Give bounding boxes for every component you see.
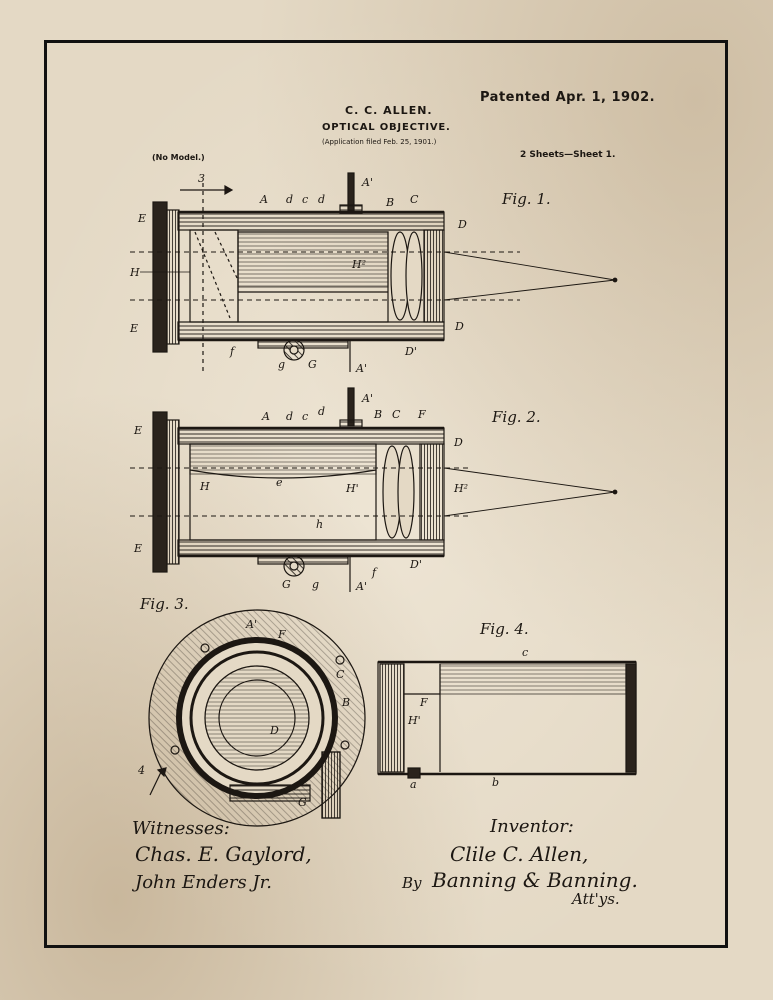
fig3-label-g-upper: G bbox=[298, 796, 307, 809]
patent-date: Patented Apr. 1, 1902. bbox=[480, 90, 656, 105]
attys-label: Att'ys. bbox=[572, 890, 620, 908]
inventor-signature: Clile C. Allen, bbox=[450, 842, 589, 866]
fig1-label-a-prime: A' bbox=[362, 176, 373, 189]
fig4-label-b: b bbox=[492, 776, 500, 789]
invention-title: OPTICAL OBJECTIVE. bbox=[322, 122, 451, 133]
fig1-label-d-upper: D bbox=[458, 218, 467, 231]
fig1-label-c-upper: C bbox=[410, 193, 419, 206]
inventor-label: Inventor: bbox=[490, 816, 574, 837]
fig2-label-d1: d bbox=[286, 410, 294, 423]
fig2-label-d2: d bbox=[318, 405, 326, 418]
fig-3-caption: Fig. 3. bbox=[140, 595, 189, 613]
fig1-label-c: c bbox=[302, 193, 309, 206]
fig3-label-4: 4 bbox=[138, 764, 145, 777]
fig3-label-a-prime: A' bbox=[246, 618, 257, 631]
fig2-label-a-prime: A' bbox=[362, 392, 373, 405]
fig1-label-b: B bbox=[386, 196, 395, 209]
fig2-label-a-prime-bottom: A' bbox=[356, 580, 367, 593]
fig1-label-g-upper: G bbox=[308, 358, 317, 371]
fig1-label-h: H bbox=[130, 266, 140, 279]
witnesses-label: Witnesses: bbox=[132, 818, 230, 839]
fig1-label-d2: d bbox=[318, 193, 326, 206]
fig2-label-e: e bbox=[276, 476, 283, 489]
fig4-label-f-upper: F bbox=[420, 696, 428, 709]
fig2-label-c-upper: C bbox=[392, 408, 401, 421]
fig1-label-3: 3 bbox=[198, 172, 205, 185]
fig1-label-h2: H² bbox=[352, 258, 367, 271]
fig2-label-h-prime: H' bbox=[346, 482, 359, 495]
fig2-label-a: A bbox=[262, 410, 270, 423]
fig3-label-b: B bbox=[342, 696, 351, 709]
fig4-label-h-prime: H' bbox=[408, 714, 421, 727]
page-border bbox=[44, 40, 728, 948]
fig-2-caption: Fig. 2. bbox=[492, 408, 541, 426]
by-label: By bbox=[402, 874, 422, 892]
fig4-label-c: c bbox=[522, 646, 529, 659]
fig1-label-e-bottom: E bbox=[130, 322, 139, 335]
fig2-label-f-upper: F bbox=[418, 408, 426, 421]
fig2-label-e-top: E bbox=[134, 424, 143, 437]
fig2-label-g: g bbox=[312, 578, 320, 591]
sheet-count: 2 Sheets—Sheet 1. bbox=[520, 150, 616, 160]
fig2-label-h: H bbox=[200, 480, 210, 493]
fig2-label-c: c bbox=[302, 410, 309, 423]
fig2-label-d-upper: D bbox=[454, 436, 463, 449]
fig2-label-f: f bbox=[372, 566, 377, 579]
attorneys-signature: Banning & Banning. bbox=[432, 868, 638, 892]
fig1-label-g: g bbox=[278, 358, 286, 371]
fig-1-drawing bbox=[130, 172, 618, 375]
fig-1-caption: Fig. 1. bbox=[502, 190, 551, 208]
fig2-label-h2: H² bbox=[454, 482, 469, 495]
fig1-label-d1: d bbox=[286, 193, 294, 206]
fig2-label-b: B bbox=[374, 408, 383, 421]
fig1-label-e-top: E bbox=[138, 212, 147, 225]
inventor-name-heading: C. C. ALLEN. bbox=[345, 104, 433, 117]
fig3-label-d-upper: D bbox=[270, 724, 279, 737]
fig1-label-a: A bbox=[260, 193, 268, 206]
fig-3-drawing bbox=[148, 609, 366, 827]
fig-4-caption: Fig. 4. bbox=[480, 620, 529, 638]
application-filed: (Application filed Feb. 25, 1901.) bbox=[322, 138, 437, 146]
fig-4-drawing bbox=[377, 660, 637, 779]
fig3-label-c-upper: C bbox=[336, 668, 345, 681]
fig3-label-f-upper: F bbox=[278, 628, 286, 641]
fig1-label-a-prime-bottom: A' bbox=[356, 362, 367, 375]
fig1-label-f: f bbox=[230, 345, 235, 358]
fig1-label-d-lower: D bbox=[455, 320, 464, 333]
fig4-label-a: a bbox=[410, 778, 417, 791]
fig-2-drawing bbox=[130, 387, 618, 592]
fig2-label-g-upper: G bbox=[282, 578, 291, 591]
witness-1-signature: Chas. E. Gaylord, bbox=[135, 842, 312, 866]
no-model-note: (No Model.) bbox=[152, 153, 205, 162]
fig2-label-h-small: h bbox=[316, 518, 324, 531]
fig2-label-d-prime: D' bbox=[410, 558, 422, 571]
witness-2-signature: John Enders Jr. bbox=[135, 872, 272, 893]
fig2-label-e-bottom: E bbox=[134, 542, 143, 555]
fig1-label-d-prime: D' bbox=[405, 345, 417, 358]
